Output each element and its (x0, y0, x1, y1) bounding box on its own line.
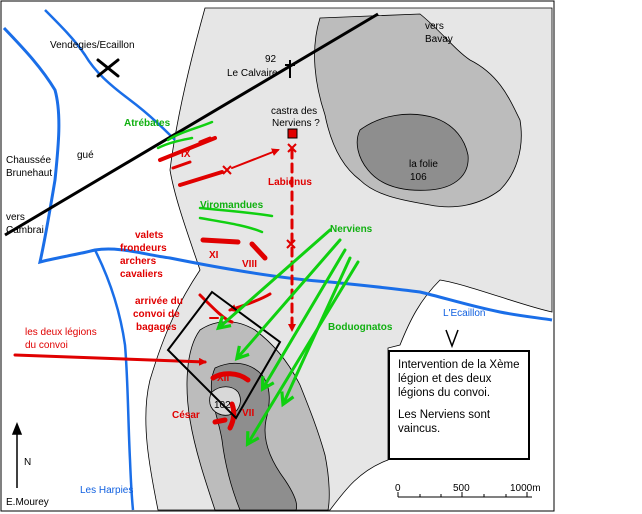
label-atrebates: Atrébates (124, 118, 171, 129)
gaul-troops (156, 120, 360, 440)
caption-box: Intervention de la Xème légion et des de… (388, 350, 530, 460)
convoy-enclosure (166, 290, 282, 420)
label-hill-102: 102 (214, 400, 231, 411)
label-convoi-1: arrivée du (135, 296, 183, 307)
label-castra-2: Nerviens ? (272, 118, 320, 129)
label-labienus: Labienus (268, 177, 312, 188)
castra-marker (287, 128, 298, 139)
label-vers-cambrai-1: vers (6, 212, 25, 223)
label-north: N (24, 457, 31, 468)
label-legion-viii: VIII (242, 259, 257, 270)
river-tributary-2 (93, 249, 135, 511)
label-castra-1: castra des (271, 106, 317, 117)
label-valets-4: cavaliers (120, 269, 163, 280)
label-calvaire: Le Calvaire (227, 68, 278, 79)
north-arrow-icon (11, 421, 23, 488)
roman-troops (13, 136, 296, 431)
label-chaussee-1: Chaussée (6, 155, 51, 166)
label-folie-2: 106 (410, 172, 427, 183)
v-marker (445, 329, 459, 349)
caption-line-2: Les Nerviens sont vaincus. (398, 409, 491, 435)
label-legions-2: du convoi (25, 340, 68, 351)
label-chaussee-2: Brunehaut (6, 168, 52, 179)
vendegies-marker (96, 58, 120, 78)
label-harpies: Les Harpies (80, 485, 133, 496)
label-vers-bavay-2: Bavay (425, 34, 453, 45)
calvaire-cross-icon (285, 60, 295, 78)
label-legion-ix: IX (181, 149, 191, 160)
label-legions-1: les deux légions (25, 327, 97, 338)
label-cesar: César (172, 410, 200, 421)
label-valets-2: frondeurs (120, 243, 167, 254)
label-author: E.Mourey (6, 497, 49, 508)
river-tributary-1 (44, 9, 176, 141)
label-ecaillon: L'Ecaillon (443, 308, 486, 319)
label-nerviens: Nerviens (330, 224, 373, 235)
label-calvaire-alt: 92 (265, 54, 277, 65)
label-convoi-3: bagages (136, 322, 177, 333)
river-ecaillon (2, 26, 553, 322)
label-legion-xi: XI (209, 250, 219, 261)
label-vers-cambrai-2: Cambrai (6, 225, 44, 236)
label-viromandues: Viromandues (200, 200, 264, 211)
caption-line-1: Intervention de la Xème légion et des de… (398, 359, 520, 399)
label-legion-vii: VII (242, 408, 254, 419)
label-boduognatos: Boduognatos (328, 322, 393, 333)
roman-x-markers (222, 143, 297, 249)
label-valets-3: archers (120, 256, 157, 267)
label-folie-1: la folie (409, 159, 438, 170)
scale-label-500: 500 (453, 483, 470, 494)
label-gue: gué (77, 150, 94, 161)
label-vers-bavay-1: vers (425, 21, 444, 32)
scale-label-0: 0 (395, 483, 401, 494)
road-chaussee-brunehaut (4, 12, 379, 237)
label-convoi-2: convoi de (133, 309, 180, 320)
label-vendegies: Vendegies/Ecaillon (50, 40, 135, 51)
label-valets-1: valets (135, 230, 164, 241)
label-legion-xii: XII (217, 373, 229, 384)
scale-label-1000: 1000m (510, 483, 541, 494)
scale-bar (397, 492, 532, 498)
